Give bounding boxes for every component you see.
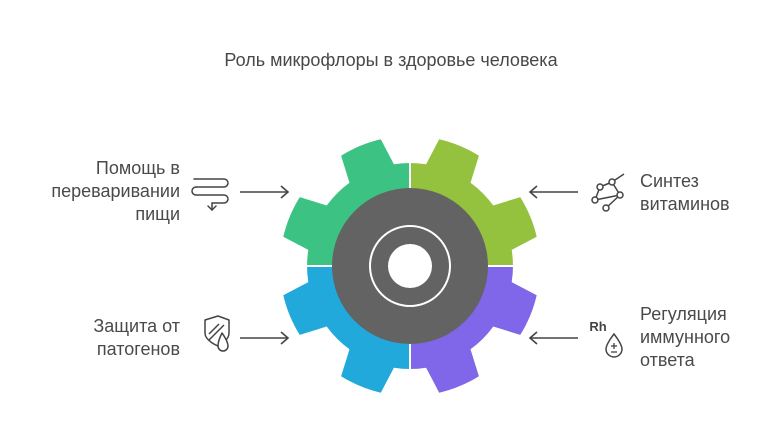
label-pathogens: Защита от патогенов	[93, 315, 180, 361]
label-digestion: Помощь в переваривании пищи	[51, 157, 180, 226]
arrow-bottom-left	[240, 331, 290, 345]
shield-drop-icon	[204, 315, 230, 352]
rh-factor-icon: Rh	[589, 319, 623, 358]
label-vitamins-line-2: витаминов	[640, 194, 730, 214]
label-pathogens-line-2: патогенов	[96, 339, 180, 359]
gear-inner-ring	[369, 225, 451, 307]
arrow-bottom-right	[528, 331, 578, 345]
label-vitamins: Синтез витаминов	[640, 170, 730, 216]
gear-hub-hole	[388, 244, 432, 288]
molecule-icon	[591, 173, 625, 212]
page-title: Роль микрофлоры в здоровье человека	[224, 50, 558, 70]
label-digestion-line-3: пищи	[135, 204, 180, 224]
arrow-top-right	[528, 185, 578, 199]
label-digestion-line-1: Помощь в	[95, 158, 180, 178]
label-immune-line-2: иммунного	[640, 327, 731, 347]
digestion-icon	[191, 178, 229, 212]
label-immune-line-3: ответа	[640, 350, 695, 370]
label-immune: Регуляция иммунного ответа	[640, 303, 730, 372]
label-digestion-line-2: переваривании	[51, 181, 180, 201]
label-pathogens-line-1: Защита от	[93, 316, 180, 336]
arrow-top-left	[240, 185, 290, 199]
label-immune-line-1: Регуляция	[640, 304, 727, 324]
label-vitamins-line-1: Синтез	[640, 171, 699, 191]
rh-icon-text: Rh	[589, 319, 606, 334]
